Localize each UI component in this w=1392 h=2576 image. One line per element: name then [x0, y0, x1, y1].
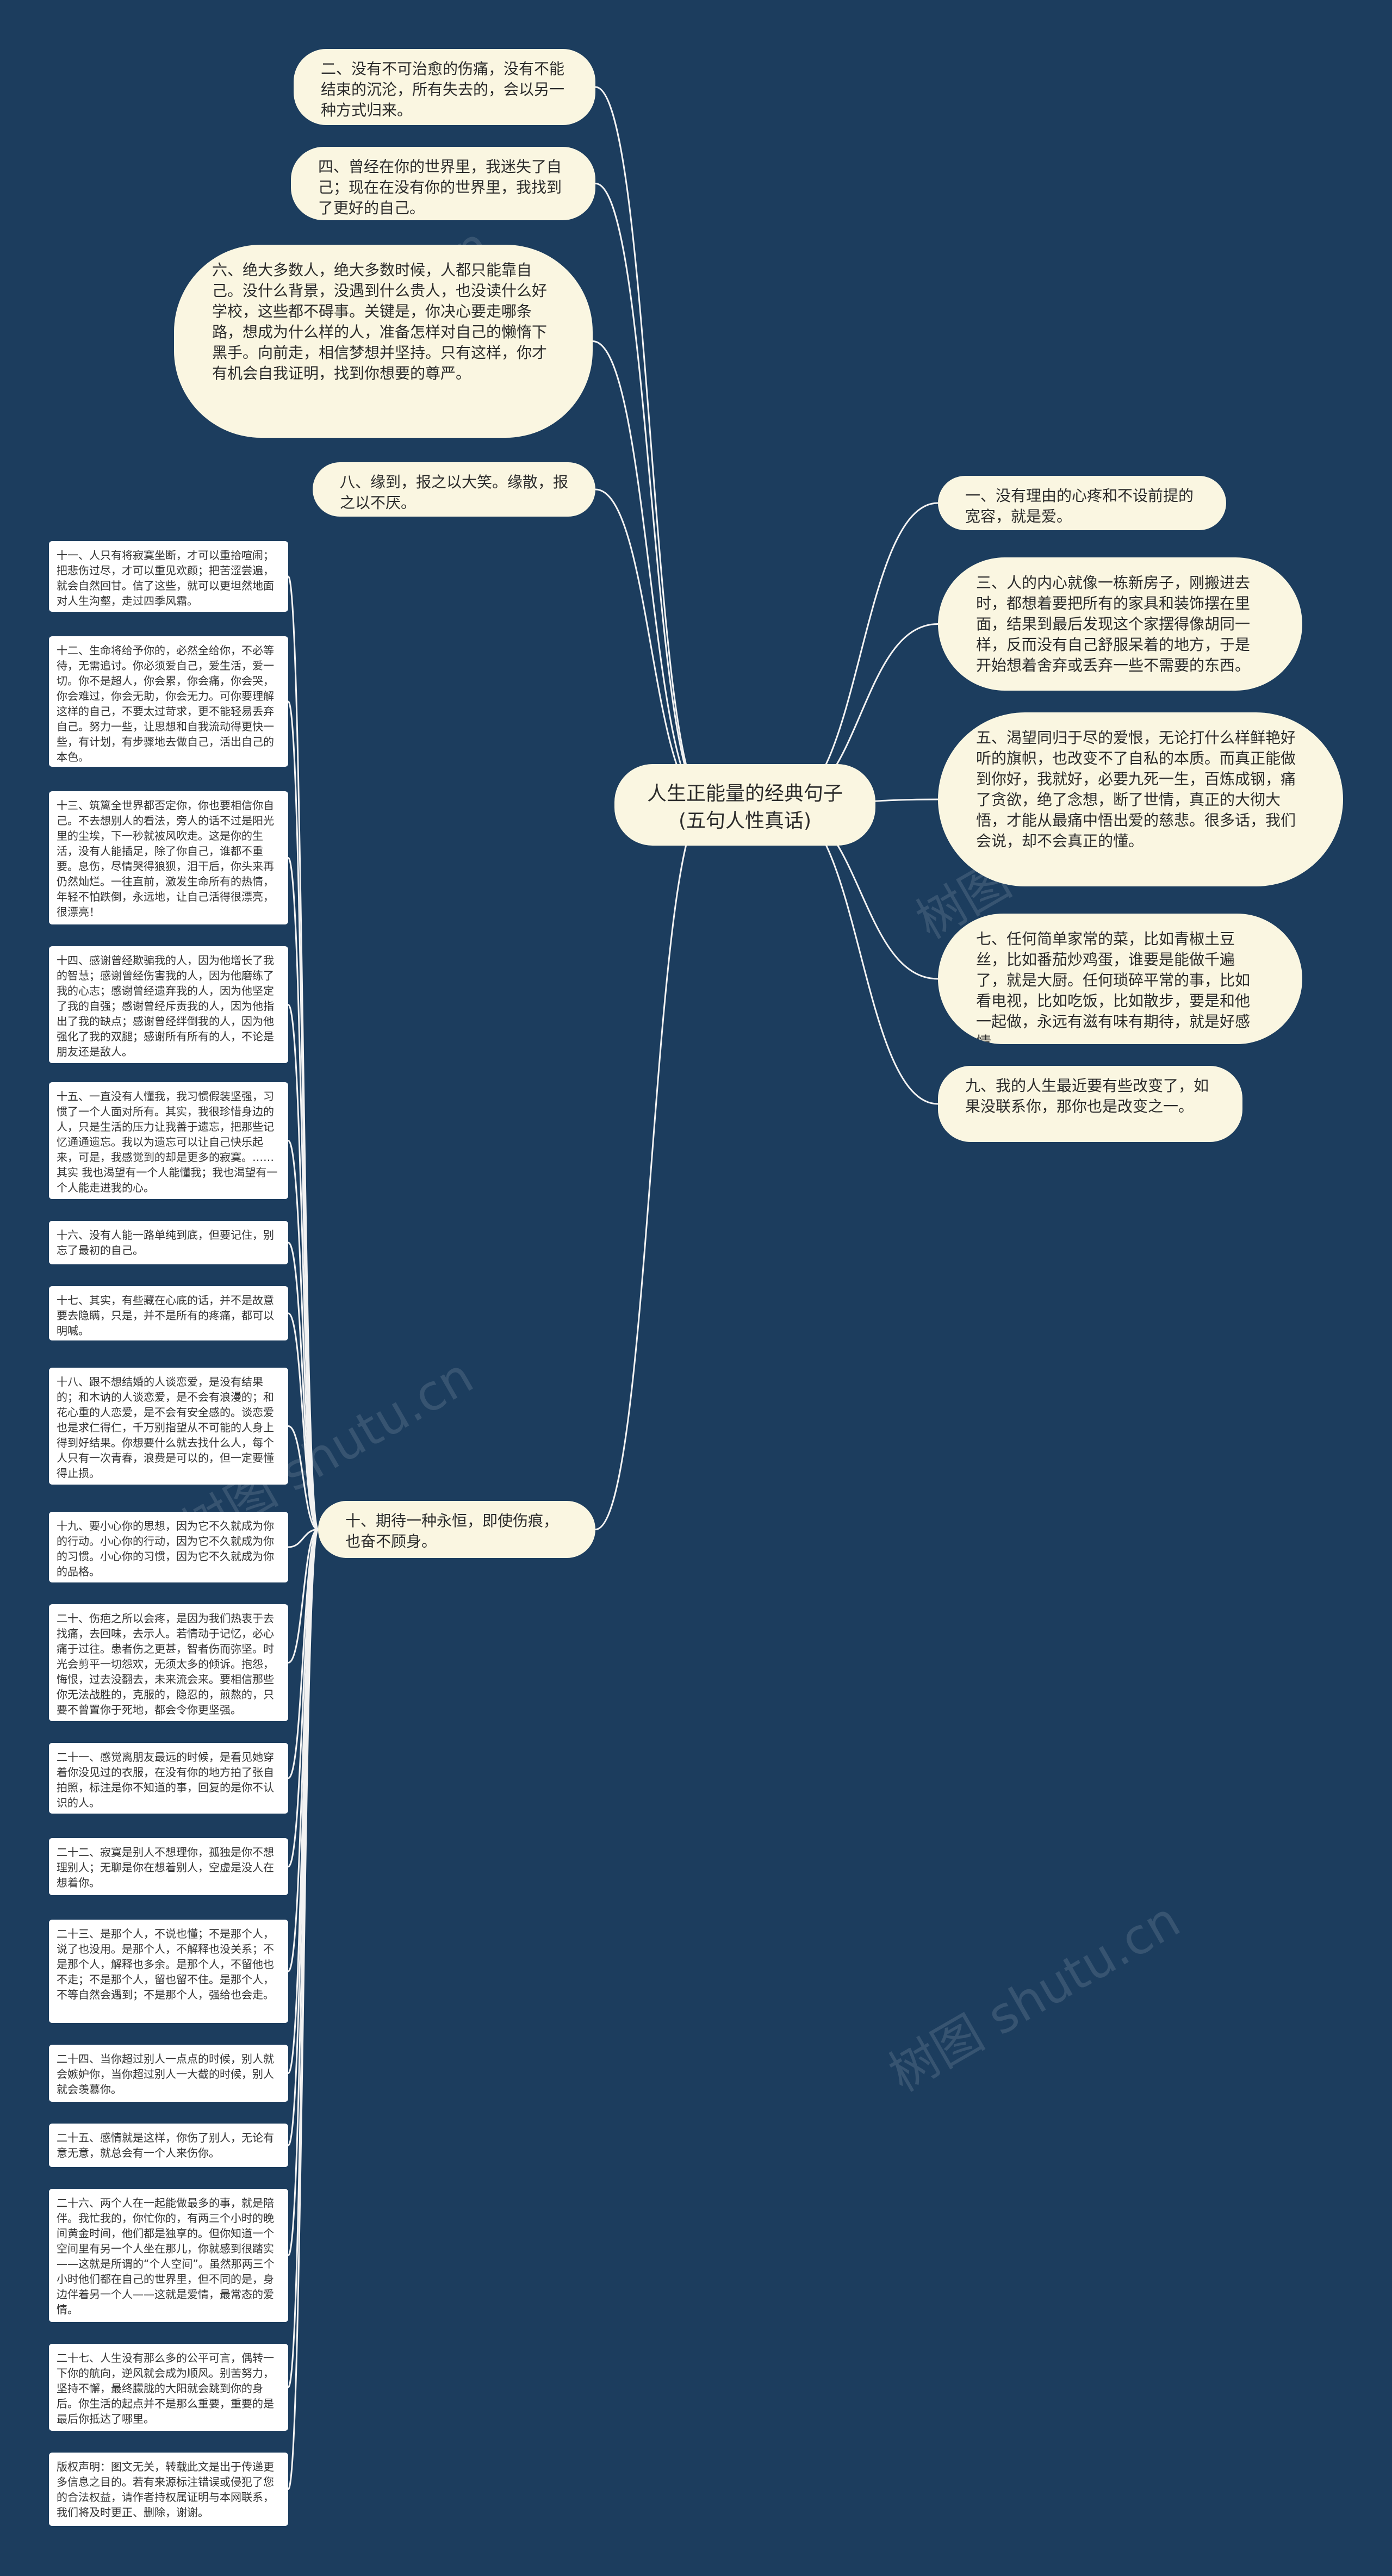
root-topic[interactable]: 人生正能量的经典句子(五句人性真话) [614, 764, 875, 846]
watermark: 树图 shutu.cn [879, 1891, 1190, 2103]
branch-label: 六、绝大多数人，绝大多数时候，人都只能靠自己。没什么背景，没遇到什么贵人，也没读… [212, 261, 548, 382]
branch-connector [595, 183, 707, 806]
leaf-connector [288, 1425, 319, 1530]
leaf-card-text: 二十六、两个人在一起能做最多的事，就是陪伴。我忙我的，你忙你的，有两三个小时的晚… [57, 2196, 275, 2316]
leaf-card[interactable]: 十七、其实，有些藏在心底的话，并不是故意要去隐瞒，只是，并不是所有的疼痛，都可以… [49, 1286, 288, 1340]
leaf-connector [288, 1529, 319, 1779]
leaf-card[interactable]: 二十三、是那个人，不说也懂；不是那个人，说了也没用。是那个人，不解释也没关系；不… [49, 1920, 288, 2023]
leaf-card-text: 十八、跟不想结婚的人谈恋爱，是没有结果的；和木讷的人谈恋爱，是不会有浪漫的；和花… [57, 1375, 274, 1480]
branch-label: 九、我的人生最近要有些改变了，如果没联系你，那你也是改变之一。 [965, 1077, 1209, 1115]
leaf-card-text: 二十一、感觉离朋友最远的时候，是看见她穿着你没见过的衣服，在没有你的地方拍了张自… [57, 1751, 274, 1809]
leaf-card-text: 二十五、感情就是这样，你伤了别人，无论有意无意，就总会有一个人来伤你。 [57, 2131, 274, 2159]
leaf-card[interactable]: 二十六、两个人在一起能做最多的事，就是陪伴。我忙我的，你忙你的，有两三个小时的晚… [49, 2189, 288, 2322]
branch-node[interactable]: 八、缘到，报之以大笑。缘散，报之以不厌。 [313, 462, 595, 517]
leaf-card[interactable]: 版权声明：图文无关，转载此文是出于传递更多信息之目的。若有来源标注错误或侵犯了您… [49, 2453, 288, 2526]
branch-label: 一、没有理由的心疼和不设前提的宽容，就是爱。 [965, 487, 1194, 525]
leaf-card[interactable]: 十一、人只有将寂寞坐断，才可以重拾喧闹；把悲伤过尽，才可以重见欢颜；把苦涩尝遍，… [49, 541, 288, 612]
branch-label: 四、曾经在你的世界里，我迷失了自己；现在在没有你的世界里，我找到了更好的自己。 [318, 158, 562, 217]
leaf-card[interactable]: 十六、没有人能一路单纯到底，但要记住，别忘了最初的自己。 [49, 1221, 288, 1264]
leaf-card[interactable]: 二十四、当你超过别人一点点的时候，别人就会嫉妒你，当你超过别人一大截的时候，别人… [49, 2045, 288, 2102]
leaf-card-text: 十二、生命将给予你的，必然全给你，不必等待，无需追讨。你必须爱自己，爱生活，爱一… [57, 644, 274, 764]
leaf-card-text: 十四、感谢曾经欺骗我的人，因为他增长了我的智慧；感谢曾经伤害我的人，因为他磨练了… [57, 954, 274, 1058]
leaf-card[interactable]: 二十五、感情就是这样，你伤了别人，无论有意无意，就总会有一个人来伤你。 [49, 2124, 288, 2167]
branch-node-ten[interactable]: 十、期待一种永恒，即使伤痕，也奋不顾身。 [318, 1501, 595, 1558]
branch-label: 三、人的内心就像一栋新房子，刚搬进去时，都想着要把所有的家具和装饰摆在里面，结果… [976, 574, 1251, 674]
leaf-card-text: 二十三、是那个人，不说也懂；不是那个人，说了也没用。是那个人，不解释也没关系；不… [57, 1927, 274, 2001]
leaf-connector [287, 857, 319, 1530]
branch-node[interactable]: 二、没有不可治愈的伤痛，没有不能结束的沉沦，所有失去的，会以另一种方式归来。 [294, 49, 595, 125]
leaf-card[interactable]: 十二、生命将给予你的，必然全给你，不必等待，无需追讨。你必须爱自己，爱生活，爱一… [49, 636, 288, 767]
leaf-card[interactable]: 十九、要小心你的思想，因为它不久就成为你的行动。小心你的行动，因为它不久就成为你… [49, 1512, 288, 1582]
leaf-connector [288, 1529, 319, 1548]
branch-label: 二、没有不可治愈的伤痛，没有不能结束的沉沦，所有失去的，会以另一种方式归来。 [321, 60, 565, 119]
branch-connector [595, 804, 707, 1530]
leaf-connector [287, 1529, 319, 1867]
leaf-connector [287, 1529, 319, 2146]
leaf-connector [287, 1529, 319, 2490]
leaf-card[interactable]: 二十七、人生没有那么多的公平可言，偶转一下你的航向，逆风就会成为顺风。别苦努力，… [49, 2344, 288, 2431]
branch-connector [592, 340, 707, 806]
leaf-connector [287, 1004, 319, 1530]
leaf-card[interactable]: 十八、跟不想结婚的人谈恋爱，是没有结果的；和木讷的人谈恋爱，是不会有浪漫的；和花… [49, 1368, 288, 1485]
leaf-card-text: 十五、一直没有人懂我，我习惯假装坚强，习惯了一个人面对所有。其实，我很珍惜身边的… [57, 1090, 278, 1194]
branch-connector [595, 86, 707, 806]
branch-connector [782, 502, 939, 806]
branch-label: 十、期待一种永恒，即使伤痕，也奋不顾身。 [345, 1512, 559, 1550]
branch-node[interactable]: 四、曾经在你的世界里，我迷失了自己；现在在没有你的世界里，我找到了更好的自己。 [291, 147, 595, 220]
branch-connector [595, 488, 707, 806]
branch-node[interactable]: 三、人的内心就像一栋新房子，刚搬进去时，都想着要把所有的家具和装饰摆在里面，结果… [938, 557, 1302, 691]
branch-label: 八、缘到，报之以大笑。缘散，报之以不厌。 [340, 473, 569, 512]
leaf-card-text: 十一、人只有将寂寞坐断，才可以重拾喧闹；把悲伤过尽，才可以重见欢颜；把苦涩尝遍，… [57, 549, 274, 607]
branch-label: 七、任何简单家常的菜，比如青椒土豆丝，比如番茄炒鸡蛋，谁要是能做千遍了，就是大厨… [976, 930, 1251, 1044]
root-topic-label: 人生正能量的经典句子(五句人性真话) [647, 783, 843, 832]
leaf-connector [288, 1529, 319, 1663]
leaf-connector [287, 1242, 319, 1530]
branch-node[interactable]: 六、绝大多数人，绝大多数时候，人都只能靠自己。没什么背景，没遇到什么贵人，也没读… [174, 245, 593, 438]
leaf-connector [287, 575, 319, 1530]
leaf-card[interactable]: 二十一、感觉离朋友最远的时候，是看见她穿着你没见过的衣服，在没有你的地方拍了张自… [49, 1743, 288, 1814]
branch-node[interactable]: 一、没有理由的心疼和不设前提的宽容，就是爱。 [938, 476, 1226, 530]
leaf-card-text: 二十二、寂寞是别人不想理你，孤独是你不想理别人；无聊是你在想着别人，空虚是没人在… [57, 1846, 274, 1889]
leaf-card[interactable]: 二十二、寂寞是别人不想理你，孤独是你不想理别人；无聊是你在想着别人，空虚是没人在… [49, 1838, 288, 1895]
branch-node[interactable]: 九、我的人生最近要有些改变了，如果没联系你，那你也是改变之一。 [938, 1066, 1242, 1142]
leaf-card-text: 二十四、当你超过别人一点点的时候，别人就会嫉妒你，当你超过别人一大截的时候，别人… [57, 2052, 274, 2096]
leaf-card[interactable]: 十四、感谢曾经欺骗我的人，因为他增长了我的智慧；感谢曾经伤害我的人，因为他磨练了… [49, 946, 288, 1063]
branch-connector [782, 804, 939, 1105]
leaf-connector [287, 1529, 319, 2388]
leaf-card-text: 十六、没有人能一路单纯到底，但要记住，别忘了最初的自己。 [57, 1228, 274, 1257]
leaf-connector [287, 1140, 319, 1530]
leaf-connector [287, 1529, 319, 2256]
leaf-connector [287, 1529, 319, 2074]
branch-node[interactable]: 五、渴望同归于尽的爱恨，无论打什么样鲜艳好听的旗帜，也改变不了自私的本质。而真正… [938, 712, 1343, 886]
leaf-connector [287, 1529, 319, 1972]
branch-label: 五、渴望同归于尽的爱恨，无论打什么样鲜艳好听的旗帜，也改变不了自私的本质。而真正… [976, 729, 1296, 850]
leaf-card[interactable]: 十五、一直没有人懂我，我习惯假装坚强，习惯了一个人面对所有。其实，我很珍惜身边的… [49, 1082, 288, 1199]
leaf-connector [288, 1312, 319, 1530]
leaf-card-text: 十三、筑篱全世界都否定你，你也要相信你自己。不去想别人的看法，旁人的话不过是阳光… [57, 799, 274, 918]
leaf-card[interactable]: 十三、筑篱全世界都否定你，你也要相信你自己。不去想别人的看法，旁人的话不过是阳光… [49, 791, 288, 924]
branch-node[interactable]: 七、任何简单家常的菜，比如青椒土豆丝，比如番茄炒鸡蛋，谁要是能做千遍了，就是大厨… [938, 914, 1302, 1044]
leaf-card-text: 二十、伤疤之所以会疼，是因为我们热衷于去找痛，去回味，去示人。若情动于记忆，必心… [57, 1612, 274, 1716]
leaf-card-text: 版权声明：图文无关，转载此文是出于传递更多信息之目的。若有来源标注错误或侵犯了您… [57, 2460, 274, 2519]
leaf-card-text: 二十七、人生没有那么多的公平可言，偶转一下你的航向，逆风就会成为顺风。别苦努力，… [57, 2351, 274, 2425]
leaf-card-text: 十七、其实，有些藏在心底的话，并不是故意要去隐瞒，只是，并不是所有的疼痛，都可以… [57, 1294, 274, 1337]
leaf-card-text: 十九、要小心你的思想，因为它不久就成为你的行动。小心你的行动，因为它不久就成为你… [57, 1519, 274, 1578]
leaf-card[interactable]: 二十、伤疤之所以会疼，是因为我们热衷于去找痛，去回味，去示人。若情动于记忆，必心… [49, 1604, 288, 1721]
leaf-connector [287, 700, 319, 1530]
